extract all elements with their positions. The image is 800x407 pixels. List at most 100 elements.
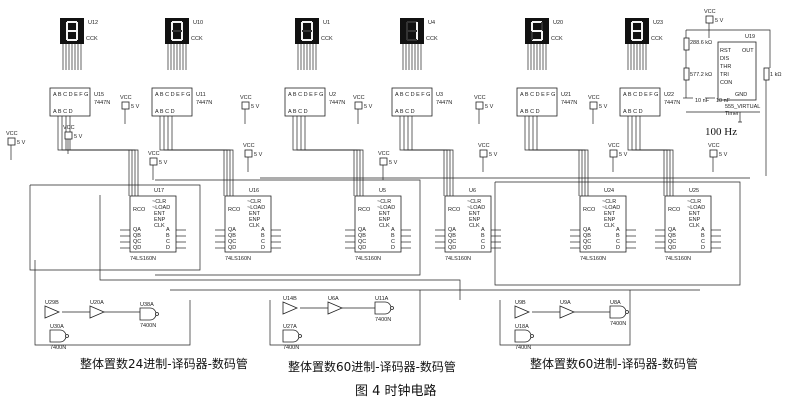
resistor-rl	[763, 67, 770, 81]
pin-clk: CLK	[154, 223, 165, 229]
timer-555: U19RSTDISTHRTRICONOUTGND555_VIRTUALTimer…	[683, 34, 781, 117]
gate-ref: U14B	[283, 296, 297, 302]
vcc-value: 5 V	[254, 152, 263, 158]
pin-q: QB	[133, 233, 141, 239]
pin-in: B	[481, 233, 485, 239]
pin-in: A	[481, 227, 485, 233]
pin-in: D	[261, 245, 265, 251]
decoder-body	[284, 87, 326, 117]
pin-q: QC	[448, 239, 456, 245]
gate-bubble	[625, 310, 629, 314]
vcc-symbol	[64, 131, 73, 140]
wire	[528, 116, 586, 196]
display-ref: U10	[193, 20, 203, 26]
wire	[686, 29, 771, 68]
wire	[403, 116, 451, 196]
wire	[494, 181, 741, 286]
gate-ref: U6A	[328, 296, 339, 302]
decoder-ref: U2	[329, 92, 336, 98]
gate-part: 7400N	[610, 321, 626, 327]
pin-enp: ENP	[469, 217, 481, 223]
figure-caption: 图 4 时钟电路	[355, 383, 437, 399]
pin-q: QD	[133, 245, 141, 251]
wire	[627, 116, 674, 196]
gate-bubble	[390, 306, 394, 310]
display-tag: CCK	[551, 36, 563, 42]
nand-gate: U30A 7400N	[49, 324, 69, 351]
decoder-body	[151, 87, 193, 117]
pin-q: QB	[668, 233, 676, 239]
pin-q: QD	[228, 245, 236, 251]
vcc-symbol	[244, 149, 253, 158]
gate-body	[514, 305, 531, 319]
wire	[155, 179, 421, 276]
vcc-value: 5 V	[364, 104, 373, 110]
wiring	[10, 23, 771, 346]
decoder-part: 7447N	[94, 100, 110, 106]
pin-in: B	[261, 233, 265, 239]
counter-ref: U25	[689, 188, 699, 194]
pin-in: D	[391, 245, 395, 251]
inverter-gate: U9B	[514, 300, 531, 319]
gate-ref: U20A	[90, 300, 104, 306]
rl-value: 1 kΩ	[770, 72, 781, 78]
pin-q: QA	[583, 227, 591, 233]
decoder-inputs: A B C D	[155, 109, 175, 115]
r1-value: 288.6 kΩ	[690, 40, 712, 46]
gate-ref: U9B	[515, 300, 526, 306]
timer-ref: U19	[745, 34, 755, 40]
decoder-part: 7447N	[436, 100, 452, 106]
vcc-label: VCC	[588, 95, 600, 101]
vcc-label: VCC	[378, 151, 390, 157]
decoder-ref: U22	[664, 92, 674, 98]
pin-load: ~LOAD	[377, 205, 395, 211]
vcc-value: 5 V	[131, 104, 140, 110]
vcc-value: 5 V	[715, 18, 724, 24]
counter-chip: U5~CLR~LOADRCOENTENPCLKQAQBQCQDABCD74LS1…	[354, 188, 402, 262]
vcc-value: 5 V	[599, 104, 608, 110]
vcc-value: 5 V	[389, 160, 398, 166]
timer-pin: TRI	[720, 72, 729, 78]
decoder-body	[391, 87, 433, 117]
pin-ent: ENT	[154, 211, 166, 217]
pin-in: A	[701, 227, 705, 233]
gate-body	[282, 301, 299, 315]
gate-body	[559, 305, 576, 319]
vcc-label: VCC	[353, 95, 365, 101]
section-caption-2: 整体置数60进制-译码器-数码管	[288, 359, 456, 374]
decoder-inputs: A B C D	[53, 109, 73, 115]
gate-ref: U30A	[50, 324, 64, 330]
pin-in: C	[391, 239, 395, 245]
gate-ref: U9A	[560, 300, 571, 306]
vcc-value: 5 V	[485, 104, 494, 110]
counter-part: 74LS160N	[580, 256, 606, 262]
vcc-value: 5 V	[719, 152, 728, 158]
vcc-source: VCC 5 V	[588, 95, 608, 110]
pin-q: QB	[583, 233, 591, 239]
counter-ref: U5	[379, 188, 386, 194]
display-tag: CCK	[426, 36, 438, 42]
wire	[29, 184, 201, 271]
wire	[296, 116, 361, 196]
pin-ent: ENT	[379, 211, 391, 217]
vcc-symbol	[589, 101, 598, 110]
section-caption-3: 整体置数60进制-译码器-数码管	[530, 356, 698, 371]
pin-in: C	[481, 239, 485, 245]
vcc-label: VCC	[704, 9, 716, 15]
timer-gnd: GND	[735, 92, 747, 98]
gate-part: 7400N	[50, 345, 66, 351]
wire	[65, 116, 133, 196]
wire	[269, 290, 421, 346]
